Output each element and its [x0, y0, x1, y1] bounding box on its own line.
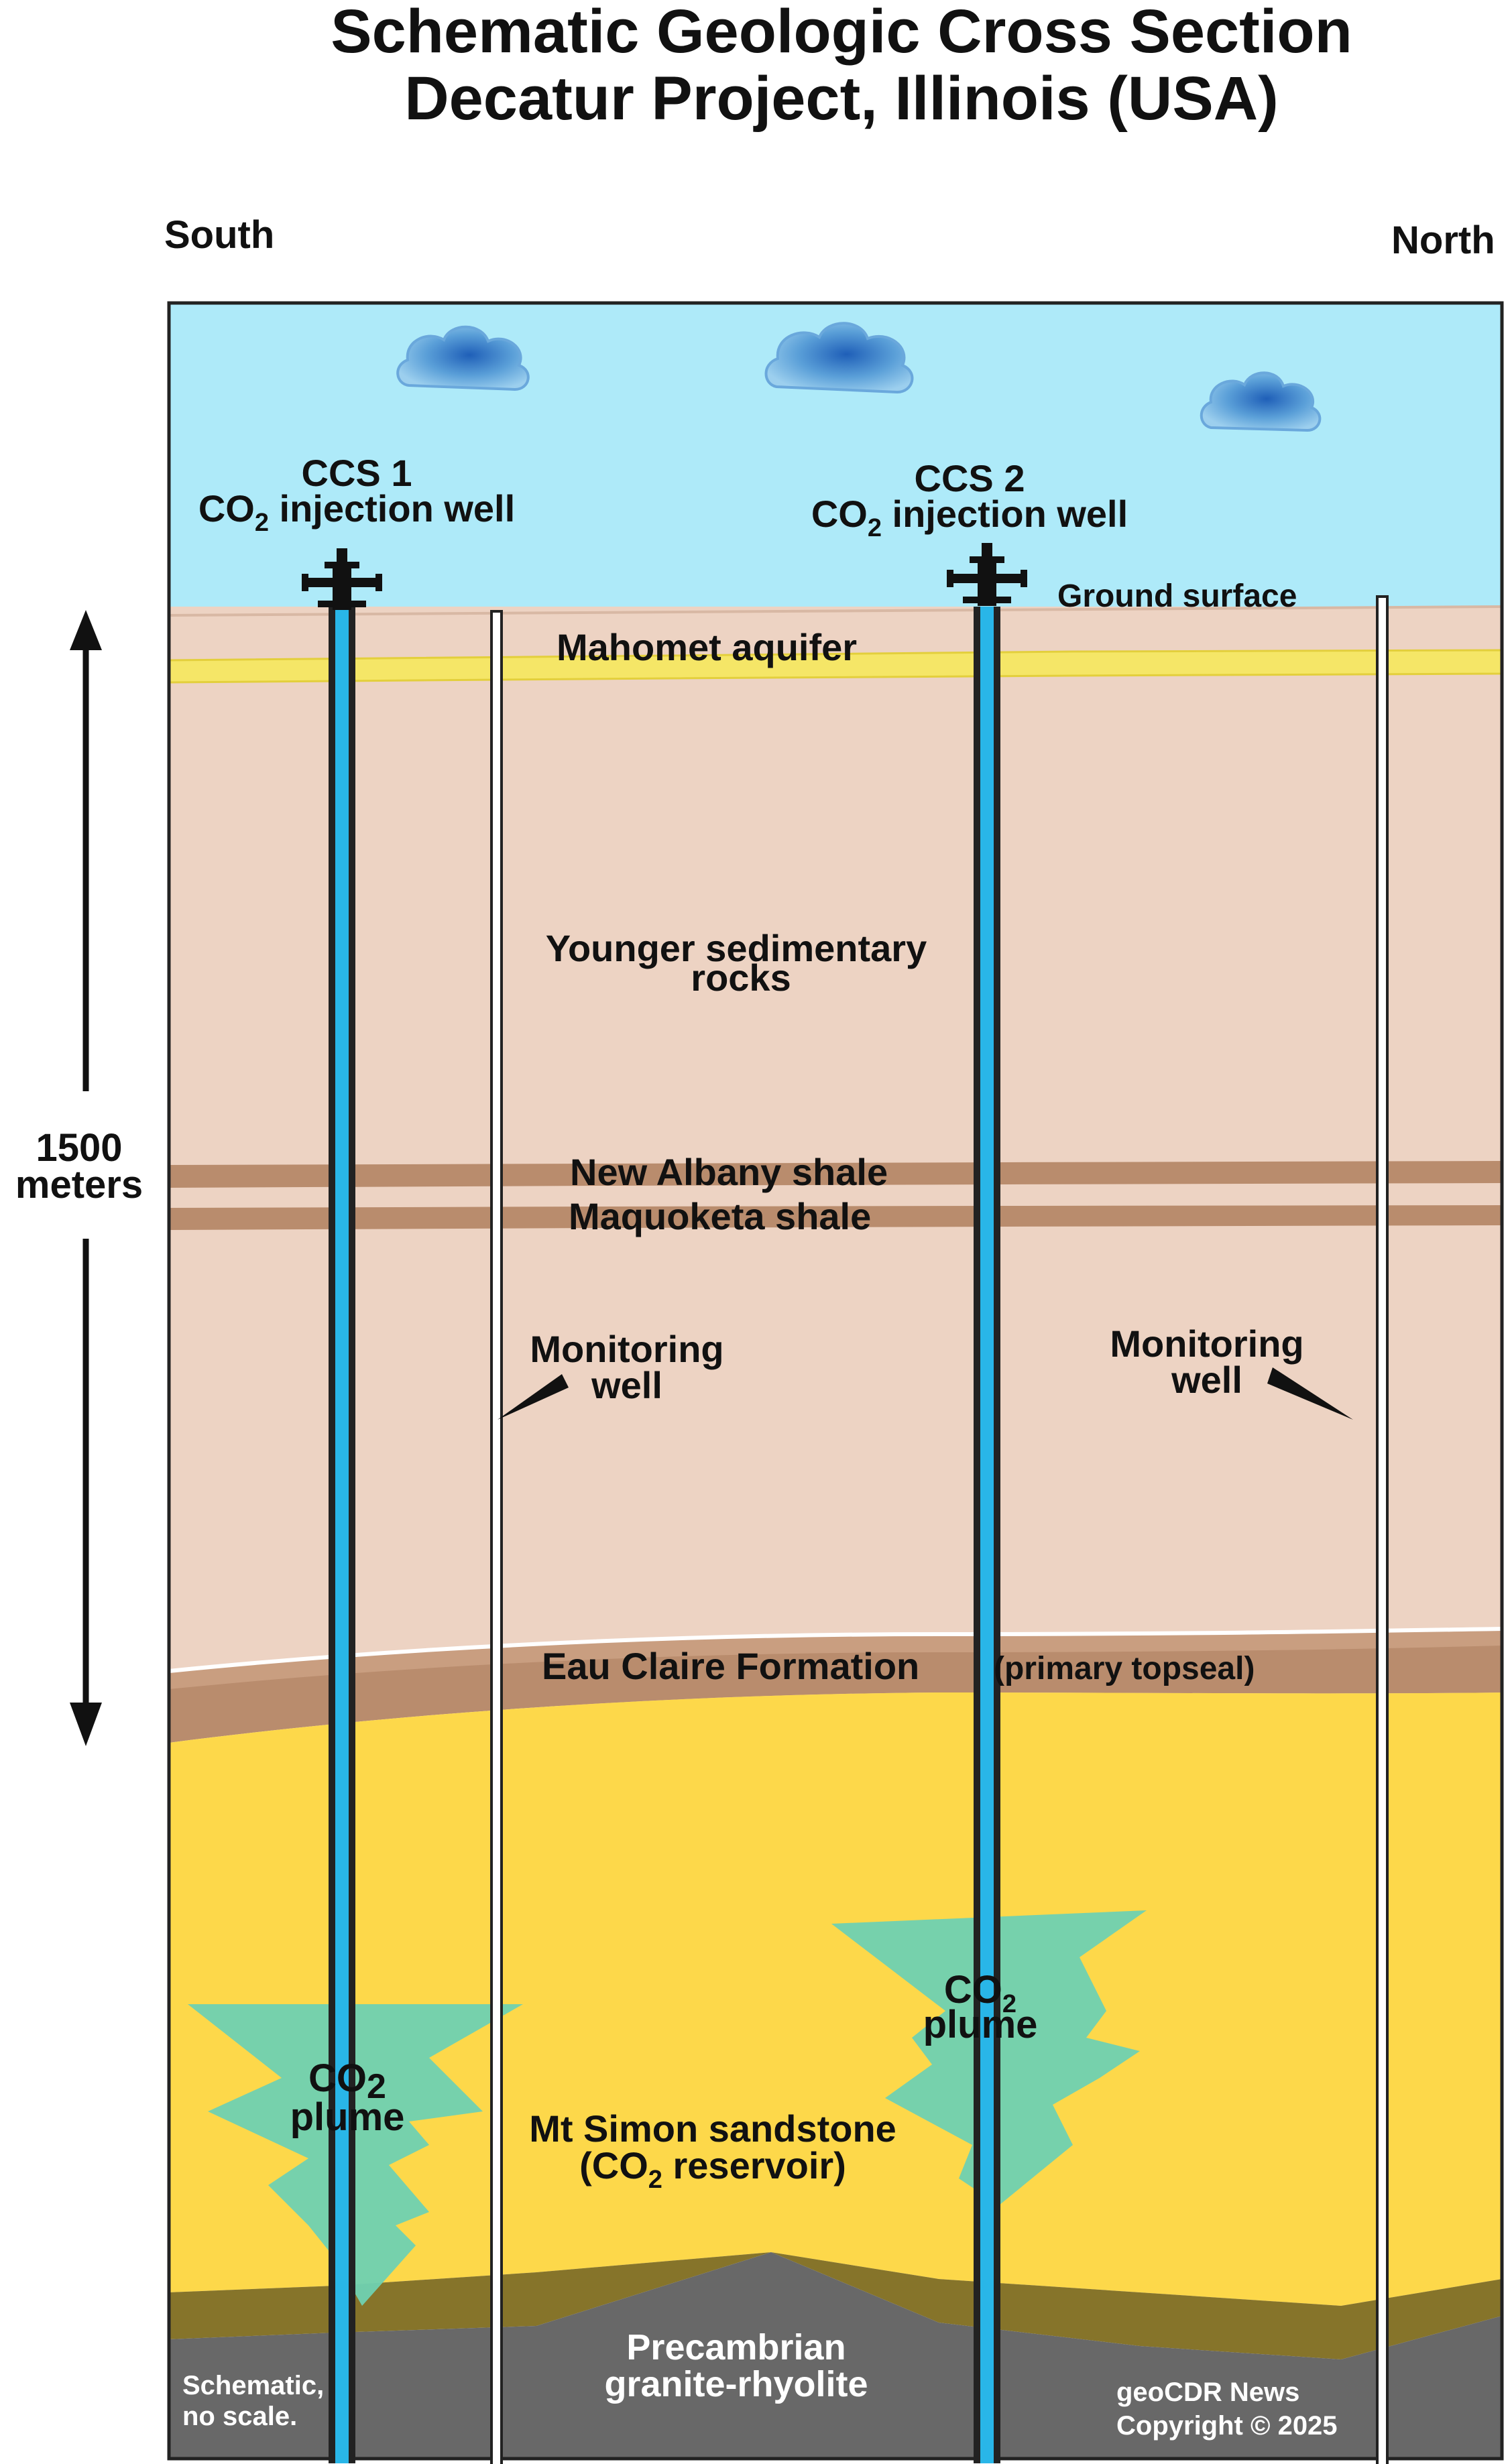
ccs2-injection-well	[974, 607, 1000, 2463]
monitoring-well-right-label-1: Monitoring	[1110, 1322, 1303, 1365]
precambrian-label-1: Precambrian	[626, 2327, 846, 2367]
ccs2-label: CCS 2	[915, 457, 1025, 499]
scale-value: 1500	[36, 1126, 122, 1170]
eau-claire-top-edge	[168, 1627, 1503, 1673]
ccs1-type-label: CO2 injection well	[198, 487, 515, 537]
ccs1-label: CCS 1	[302, 452, 412, 494]
credit-line-1: geoCDR News	[1116, 2378, 1299, 2407]
co2-plume-right-label-1: CO2	[944, 1968, 1016, 2018]
wellhead-icon	[947, 543, 1027, 606]
cloud-icon	[1200, 371, 1322, 432]
ccs2-type-label: CO2 injection well	[811, 493, 1128, 542]
younger-rocks-label-2: rocks	[691, 957, 791, 999]
schematic-note-1: Schematic,	[182, 2371, 324, 2400]
direction-north: North	[1391, 219, 1495, 262]
cloud-icon	[764, 322, 914, 394]
monitoring-well-left	[490, 610, 503, 2464]
monitoring-well-left-label-2: well	[591, 1364, 662, 1406]
monitoring-well-right-pointer	[1267, 1367, 1353, 1420]
scale-arrow	[70, 610, 102, 1746]
schematic-note-2: no scale.	[182, 2402, 297, 2431]
scale-unit: meters	[15, 1163, 143, 1207]
mahomet-aquifer-label: Mahomet aquifer	[557, 626, 857, 668]
maquoketa-shale-label: Maquoketa shale	[569, 1195, 871, 1237]
monitoring-well-left-pointer	[498, 1374, 569, 1420]
co2-plume-left-label-2: plume	[290, 2095, 405, 2139]
precambrian-label-2: granite-rhyolite	[604, 2364, 868, 2404]
eau-claire-label: Eau Claire Formation	[542, 1645, 919, 1687]
new-albany-shale-label: New Albany shale	[570, 1151, 888, 1193]
ccs1-injection-well	[329, 607, 355, 2463]
ground-surface-line	[168, 605, 1503, 617]
cloud-icon	[396, 325, 530, 391]
eau-claire-upper-band	[169, 1630, 1502, 1689]
monitoring-well-left-label-1: Monitoring	[530, 1328, 723, 1370]
monitoring-well-right-label-2: well	[1171, 1359, 1242, 1401]
credit-line-2: Copyright © 2025	[1116, 2411, 1338, 2441]
direction-south: South	[164, 213, 274, 257]
ground-surface-label: Ground surface	[1057, 578, 1297, 614]
co2-plume-left-label-1: CO2	[308, 2056, 386, 2106]
younger-rocks-label-1: Younger sedimentary	[546, 927, 927, 969]
wellhead-icon	[302, 548, 382, 610]
title-line-2: Decatur Project, Illinois (USA)	[404, 64, 1279, 133]
co2-plume-right-label-2: plume	[923, 2003, 1038, 2046]
eau-claire-note: (primary topseal)	[994, 1651, 1255, 1686]
mt-simon-label-1: Mt Simon sandstone	[529, 2107, 896, 2150]
younger-sedimentary-rocks	[169, 607, 1502, 1706]
monitoring-well-right	[1376, 595, 1389, 2464]
diagram-frame	[167, 301, 1504, 2461]
title-line-1: Schematic Geologic Cross Section	[331, 0, 1352, 66]
mt-simon-label-2: (CO2 reservoir)	[579, 2144, 846, 2194]
